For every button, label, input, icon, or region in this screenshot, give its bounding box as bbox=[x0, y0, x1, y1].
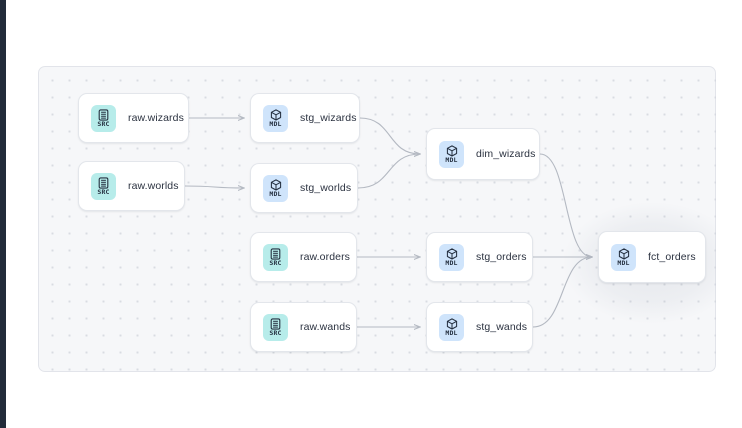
node-type-label: MDL bbox=[445, 258, 458, 267]
node-label: raw.wands bbox=[300, 321, 351, 333]
node-stg_orders[interactable]: MDL stg_orders bbox=[426, 232, 533, 282]
node-type-badge: SRC bbox=[263, 243, 288, 271]
node-label: stg_worlds bbox=[300, 182, 352, 194]
edge-layer bbox=[184, 66, 716, 372]
node-stg_wands[interactable]: MDL stg_wands bbox=[426, 302, 533, 352]
database-icon bbox=[270, 247, 281, 260]
node-label: raw.worlds bbox=[128, 180, 179, 192]
node-label: stg_wizards bbox=[300, 112, 357, 124]
node-raw_wizards[interactable]: SRC raw.wizards bbox=[78, 93, 189, 143]
edge-stg_wizards-to-dim_wizards bbox=[359, 117, 420, 154]
edge-raw_worlds-to-stg_worlds bbox=[184, 186, 244, 188]
cube-icon bbox=[446, 317, 457, 330]
database-icon bbox=[98, 176, 109, 189]
node-raw_wands[interactable]: SRC raw.wands bbox=[250, 302, 357, 352]
node-type-badge: SRC bbox=[91, 172, 116, 200]
node-type-label: MDL bbox=[269, 189, 282, 198]
node-raw_worlds[interactable]: SRC raw.worlds bbox=[78, 161, 185, 211]
node-type-label: SRC bbox=[269, 328, 282, 337]
cube-icon bbox=[446, 144, 457, 157]
left-rail bbox=[0, 0, 6, 428]
node-type-label: MDL bbox=[269, 119, 282, 128]
node-label: dim_wizards bbox=[476, 148, 536, 160]
node-type-badge: MDL bbox=[611, 243, 636, 271]
cube-icon bbox=[618, 247, 629, 260]
cube-icon bbox=[270, 108, 281, 121]
node-type-badge: SRC bbox=[263, 313, 288, 341]
node-fct_orders[interactable]: MDL fct_orders bbox=[598, 231, 706, 283]
edge-stg_worlds-to-dim_wizards bbox=[357, 154, 420, 189]
cube-icon bbox=[446, 247, 457, 260]
node-type-label: MDL bbox=[445, 155, 458, 164]
database-icon bbox=[270, 317, 281, 330]
node-type-label: MDL bbox=[617, 258, 630, 267]
node-type-badge: SRC bbox=[91, 104, 116, 132]
node-type-label: SRC bbox=[269, 258, 282, 267]
node-label: stg_wands bbox=[476, 321, 528, 333]
edge-dim_wizards-to-fct_orders bbox=[539, 153, 592, 257]
database-icon bbox=[98, 108, 109, 121]
node-label: raw.wizards bbox=[128, 112, 184, 124]
node-raw_orders[interactable]: SRC raw.orders bbox=[250, 232, 357, 282]
node-type-badge: MDL bbox=[439, 243, 464, 271]
edge-stg_wands-to-fct_orders bbox=[532, 257, 592, 328]
node-type-badge: MDL bbox=[439, 140, 464, 168]
node-type-badge: MDL bbox=[263, 174, 288, 202]
cube-icon bbox=[270, 178, 281, 191]
node-type-label: SRC bbox=[97, 187, 110, 196]
node-type-label: SRC bbox=[97, 119, 110, 128]
node-label: raw.orders bbox=[300, 251, 351, 263]
node-dim_wizards[interactable]: MDL dim_wizards bbox=[426, 128, 540, 180]
node-type-label: MDL bbox=[445, 328, 458, 337]
node-type-badge: MDL bbox=[263, 104, 288, 132]
node-label: stg_orders bbox=[476, 251, 527, 263]
node-stg_worlds[interactable]: MDL stg_worlds bbox=[250, 163, 358, 213]
node-label: fct_orders bbox=[648, 251, 696, 263]
node-type-badge: MDL bbox=[439, 313, 464, 341]
node-stg_wizards[interactable]: MDL stg_wizards bbox=[250, 93, 360, 143]
